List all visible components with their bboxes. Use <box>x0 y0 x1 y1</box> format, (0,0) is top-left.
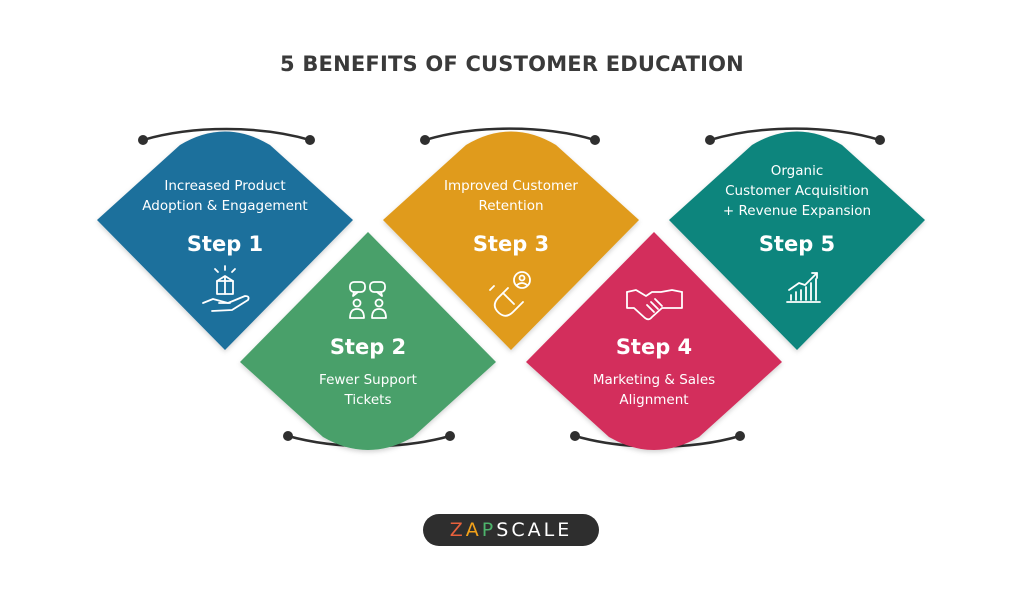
arc-step-3 <box>424 127 596 142</box>
step-1-label: Step 1 <box>186 232 264 256</box>
step-3-label: Step 3 <box>472 232 550 256</box>
box-in-hand-icon <box>202 265 250 312</box>
step-4-diamond <box>526 232 782 450</box>
step-4-label: Step 4 <box>615 335 693 359</box>
step-3-diamond <box>383 131 639 350</box>
magnet-person-icon <box>489 271 531 317</box>
arc-step-1 <box>142 127 311 142</box>
step-2-label: Step 2 <box>329 335 407 359</box>
step-5-diamond <box>669 131 925 350</box>
page-title: 5 BENEFITS OF CUSTOMER EDUCATION <box>280 52 744 76</box>
growth-chart-icon <box>786 272 821 303</box>
zapscale-logo: ZAPSCALE <box>423 514 599 546</box>
step-1-diamond <box>97 131 353 350</box>
step-2-diamond <box>240 232 496 450</box>
logo-text: ZAPSCALE <box>449 519 573 541</box>
step-5-label: Step 5 <box>758 232 836 256</box>
arc-step-5 <box>709 127 881 142</box>
handshake-icon <box>626 289 683 321</box>
people-chat-icon <box>349 281 387 319</box>
